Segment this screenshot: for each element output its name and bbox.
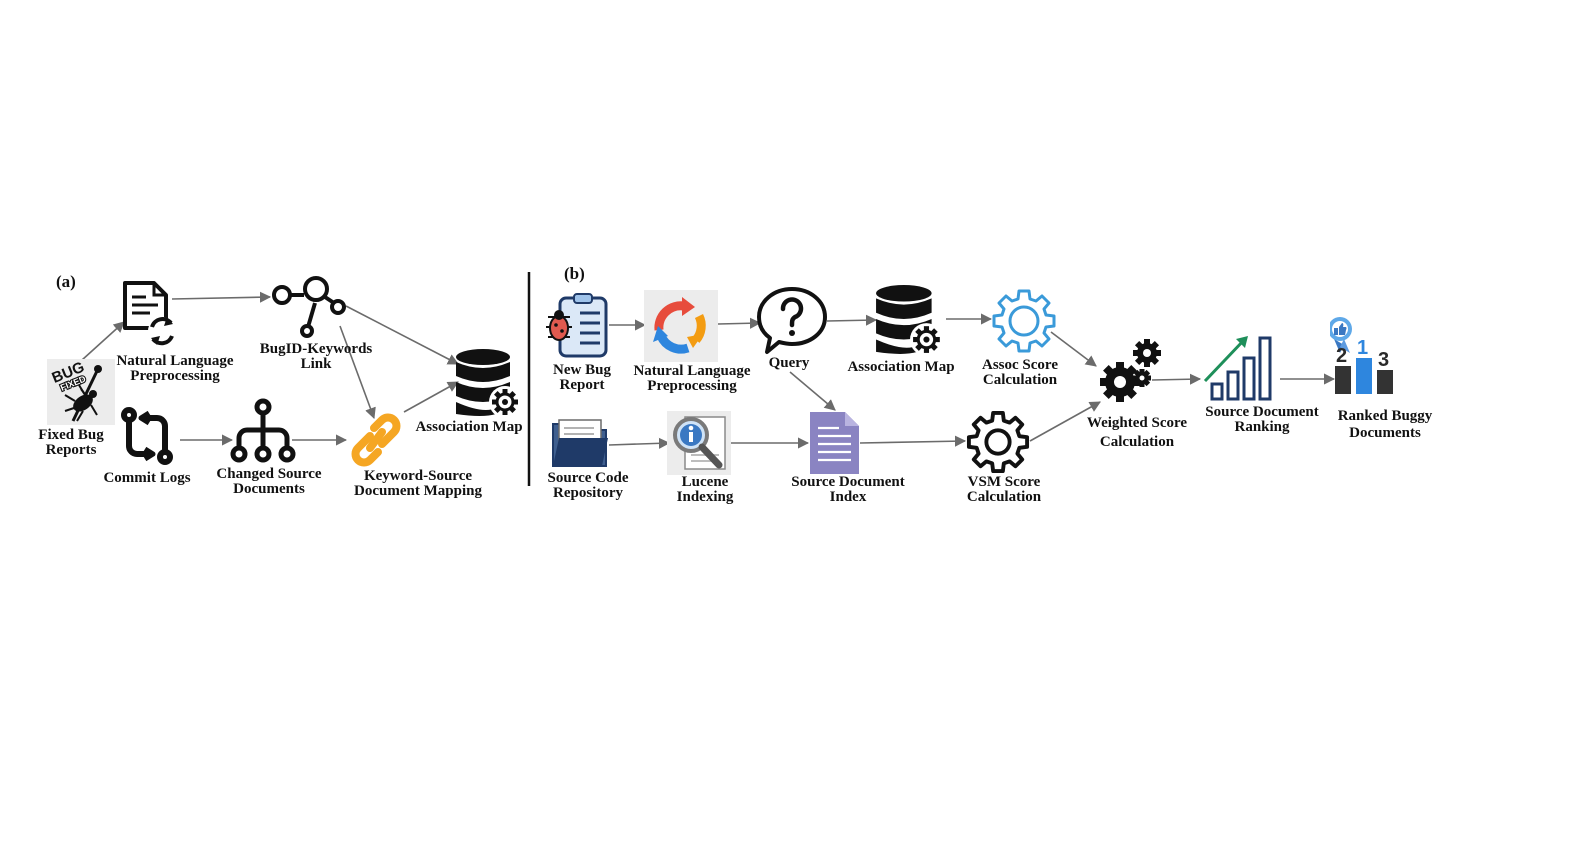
hierarchy-icon <box>230 398 296 463</box>
arrow-vsm-to-weighted <box>1029 401 1101 442</box>
git-compare-icon <box>121 407 173 465</box>
panel-a-nl-preprocessing-label: Natural Language Preprocessing <box>116 353 234 384</box>
weighted-score-label: Weighted Score Calculation <box>1086 415 1188 450</box>
arrow-source-index-to-vsm <box>859 435 967 447</box>
database-gear-icon <box>876 285 943 356</box>
source-document-ranking-label: Source Document Ranking <box>1205 404 1319 435</box>
gear-outline-icon <box>992 289 1056 353</box>
folder-icon <box>552 419 608 467</box>
panel-b-label: (b) <box>564 264 585 283</box>
rank-3-text: 3 <box>1378 349 1389 371</box>
arrow-fixed-to-nlp <box>81 321 125 361</box>
document-lines-icon <box>810 412 859 474</box>
fixed-bug-reports-label: Fixed Bug Reports <box>38 427 104 458</box>
arrow-weighted-to-ranking <box>1151 373 1202 385</box>
arrow-nlp-to-query <box>717 317 762 329</box>
rank-1-text: 1 <box>1357 337 1368 359</box>
bug-fixed-icon: BUG FIXED <box>47 359 115 425</box>
clipboard-bug-icon <box>546 293 608 358</box>
arrow-repo-to-lucene <box>608 437 671 449</box>
podium-icon: 2 1 3 <box>1330 317 1393 394</box>
arrow-bugid-link-to-keyword-mapping <box>339 325 376 420</box>
panel-b-association-map-label: Association Map <box>847 359 955 375</box>
panel-a-association-map-label: Association Map <box>415 419 523 435</box>
magnifier-info-icon <box>667 411 731 475</box>
database-gear-icon <box>456 349 521 418</box>
arrow-bugid-link-to-assoc-map <box>345 305 459 365</box>
gear-icon <box>966 410 1030 474</box>
lucene-indexing-label: Lucene Indexing <box>676 474 734 505</box>
source-code-repository-label: Source Code Repository <box>547 470 629 501</box>
arrow-assoc-score-to-weighted <box>1050 331 1097 367</box>
panel-a-label: (a) <box>56 272 76 291</box>
assoc-score-label: Assoc Score Calculation <box>982 357 1058 388</box>
network-icon <box>272 276 346 338</box>
arrow-keyword-mapping-to-assoc-map <box>403 381 459 413</box>
gears-icon <box>1100 339 1161 402</box>
arrow-nlp-to-bugid-link <box>171 291 272 303</box>
bugid-keywords-link-label: BugID-Keywords Link <box>259 341 373 372</box>
question-bubble-icon <box>757 287 827 354</box>
vsm-score-label: VSM Score Calculation <box>966 474 1042 505</box>
document-refresh-icon <box>123 281 176 346</box>
new-bug-report-label: New Bug Report <box>553 362 611 393</box>
arrow-query-to-assoc-map <box>826 314 878 326</box>
changed-source-documents-label: Changed Source Documents <box>216 466 322 497</box>
panel-b-nl-preprocessing-label: Natural Language Preprocessing <box>633 363 751 394</box>
growth-chart-icon <box>1203 336 1272 401</box>
chain-link-icon <box>351 413 401 467</box>
source-document-index-label: Source Document Index <box>791 474 905 505</box>
query-label: Query <box>768 355 810 371</box>
keyword-source-mapping-label: Keyword-Source Document Mapping <box>354 468 482 499</box>
arrow-query-to-source-index <box>789 371 836 411</box>
refresh-arrows-icon <box>644 290 718 362</box>
rank-2-text: 2 <box>1336 345 1347 367</box>
ranked-buggy-documents-label: Ranked Buggy Documents <box>1337 408 1433 441</box>
commit-logs-label: Commit Logs <box>103 470 191 486</box>
